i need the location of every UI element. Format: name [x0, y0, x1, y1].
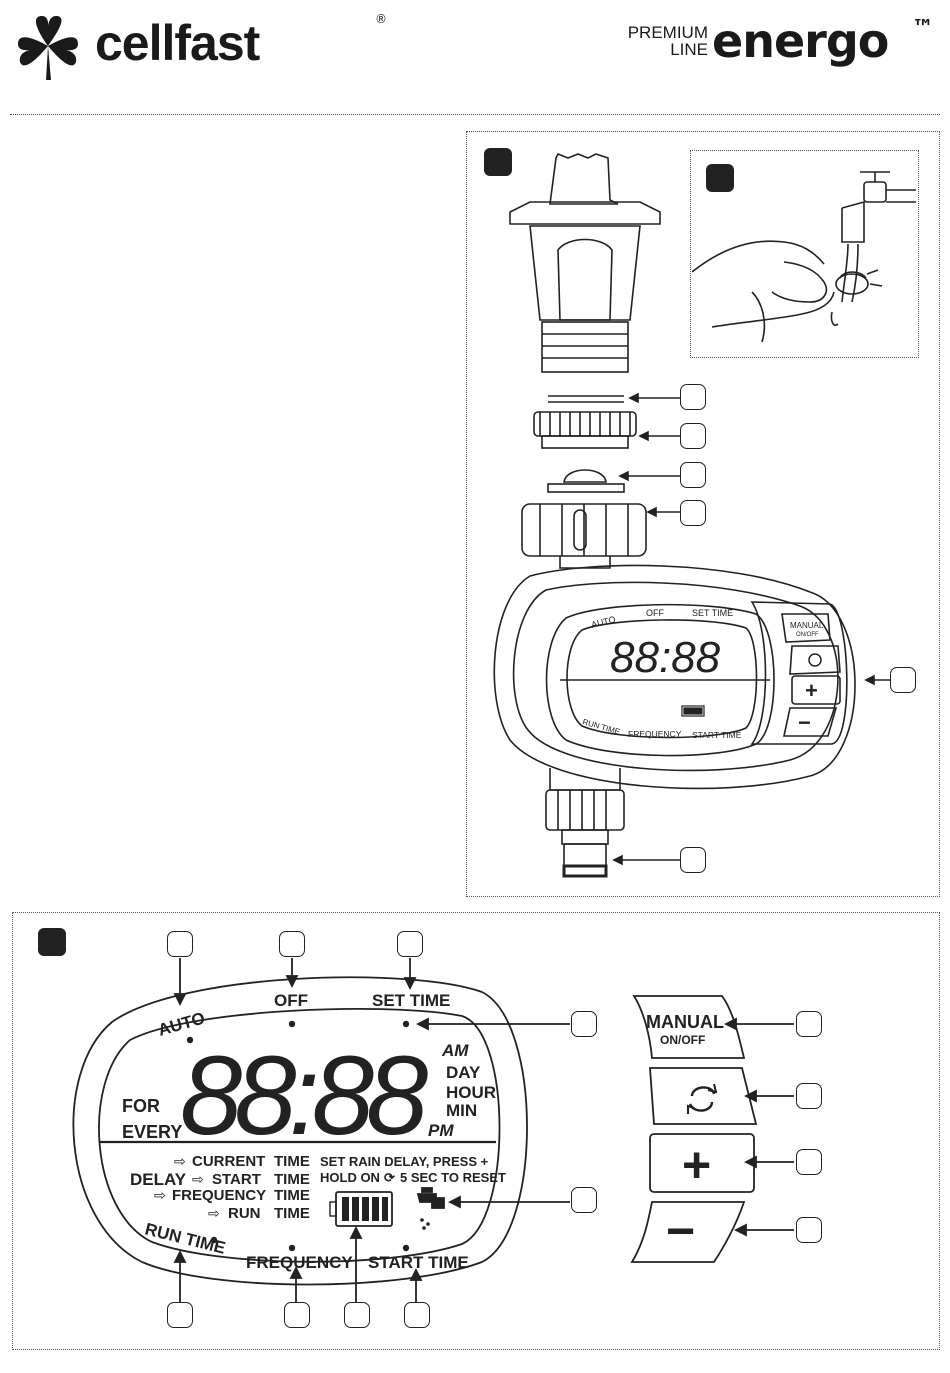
callout-auto	[167, 931, 193, 957]
lcd-hour-label: HOUR	[446, 1083, 496, 1102]
lcd-run-label: RUN	[228, 1205, 261, 1222]
callout-set-time	[397, 931, 423, 957]
lcd-start-label: START	[212, 1171, 261, 1188]
minus-button[interactable]	[632, 1202, 744, 1262]
lcd-pm-label: PM	[428, 1121, 454, 1140]
device-button-minus: −	[798, 710, 811, 735]
device-button-manual: MANUAL	[790, 621, 824, 630]
hand-cleaning-filter-illustration	[692, 171, 916, 343]
plus-button[interactable]	[650, 1134, 754, 1192]
lcd-frequency-item: FREQUENCY	[172, 1187, 266, 1204]
rotate-reset-button[interactable]	[650, 1068, 756, 1124]
device-lcd-run-time: RUN TIME	[581, 717, 621, 736]
callout-thread-adaptor	[680, 423, 706, 449]
device-rotate-icon	[808, 653, 822, 667]
callout-washer	[680, 384, 706, 410]
trademark-mark: ™	[912, 16, 934, 41]
device-button-plus: +	[805, 678, 818, 703]
panel-minus-button-label: −	[666, 1203, 695, 1259]
callout-connector	[680, 847, 706, 873]
device-lcd-digits: 88:88	[610, 633, 721, 682]
figure-lcd-box	[12, 912, 940, 1350]
figure-2-marker	[38, 928, 66, 956]
device-lcd-off: OFF	[646, 608, 664, 618]
lcd-rain-delay-line1: SET RAIN DELAY, PRESS +	[320, 1154, 489, 1169]
panel-manual-button-label: MANUAL	[646, 1012, 724, 1032]
lcd-time-2: TIME	[274, 1171, 310, 1188]
device-lcd-start-time: START TIME	[692, 730, 742, 740]
callout-frequency	[284, 1302, 310, 1328]
premium-line-label: PREMIUM LINE	[600, 24, 708, 58]
callout-set-time-dot	[571, 1011, 597, 1037]
callout-minus	[796, 1217, 822, 1243]
callout-run-time	[167, 1302, 193, 1328]
lcd-arrow-run-icon: ⇨	[208, 1205, 220, 1221]
lcd-every-label: EVERY	[122, 1122, 182, 1142]
lcd-arrow-start-icon: ⇨	[192, 1171, 204, 1187]
clover-logo-icon	[18, 16, 78, 80]
lcd-set-time-label: SET TIME	[372, 991, 450, 1010]
callout-off	[279, 931, 305, 957]
callout-body	[890, 667, 916, 693]
header-divider	[10, 114, 940, 115]
lcd-time-1: TIME	[274, 1153, 310, 1170]
line-text: LINE	[670, 40, 708, 59]
device-lcd-frequency: FREQUENCY	[628, 729, 682, 739]
callout-rotate	[796, 1083, 822, 1109]
figure-1-marker	[484, 148, 512, 176]
registered-mark: ®	[375, 12, 387, 26]
lcd-time-4: TIME	[274, 1205, 310, 1222]
brand-name: cellfast	[95, 15, 260, 71]
figure-device-box	[466, 131, 940, 897]
lcd-rain-delay-line2-b: 5 SEC TO RESET	[400, 1170, 506, 1185]
header: cellfast ® PREMIUM LINE energo ™	[0, 0, 950, 110]
premium-text: PREMIUM	[627, 23, 708, 42]
lcd-rain-delay-line2-a: HOLD ON	[320, 1170, 380, 1185]
lcd-digits: 88:88	[180, 1033, 428, 1158]
lcd-off-label: OFF	[274, 991, 308, 1010]
lcd-arrow-current-icon: ⇨	[174, 1153, 186, 1169]
lcd-arrow-frequency-icon: ⇨	[154, 1187, 166, 1203]
callout-start-time	[404, 1302, 430, 1328]
lcd-min-label: MIN	[446, 1101, 477, 1120]
callout-filter	[680, 462, 706, 488]
device-lcd-set-time: SET TIME	[692, 608, 733, 618]
figure-filter-cleaning-inset	[690, 150, 919, 358]
callout-battery	[344, 1302, 370, 1328]
lcd-time-3: TIME	[274, 1187, 310, 1204]
panel-plus-button-label: +	[682, 1137, 711, 1193]
panel-manual-button-sub: ON/OFF	[660, 1033, 705, 1047]
lcd-current-label: CURRENT	[192, 1153, 265, 1170]
lcd-am-label: AM	[441, 1041, 469, 1060]
device-lcd-auto: AUTO	[590, 614, 617, 630]
lcd-delay-label: DELAY	[130, 1170, 187, 1189]
lcd-frequency-label: FREQUENCY	[246, 1253, 353, 1272]
device-battery-icon	[681, 705, 705, 717]
device-button-manual-sub: ON/OFF	[796, 632, 819, 638]
lcd-for-label: FOR	[122, 1096, 160, 1116]
product-name: energo	[712, 14, 889, 68]
device-exploded-view: AUTO OFF SET TIME 88:88 RUN TIME FREQUEN…	[493, 152, 890, 878]
lcd-detail-drawing: AUTO OFF SET TIME 88:88 AM DAY HOUR MIN …	[72, 958, 794, 1304]
callout-plus	[796, 1149, 822, 1175]
lcd-start-time-label: START TIME	[368, 1253, 469, 1272]
figure-inset-marker	[706, 164, 734, 192]
lcd-day-label: DAY	[446, 1063, 481, 1082]
lcd-reset-rotate-icon: ⟳	[384, 1170, 395, 1185]
manual-on-off-button[interactable]	[634, 996, 744, 1058]
callout-nut	[680, 500, 706, 526]
callout-manual	[796, 1011, 822, 1037]
callout-tap-icon	[571, 1187, 597, 1213]
